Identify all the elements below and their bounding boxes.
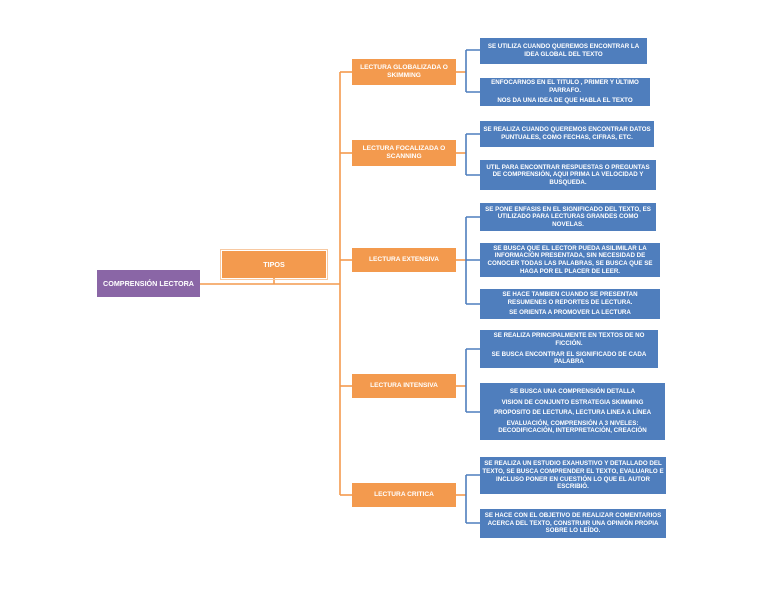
description-text: ENFOCARNOS EN EL TITULO , PRIMER Y ÚLTIM… [491,79,639,94]
bracket-cat-5-arms [466,474,480,524]
description-text: PROPOSITO DE LECTURA, LECTURA LINEA A LÍ… [493,409,652,417]
description-text: SE REALIZA PRINCIPALMENTE EN TEXTOS DE N… [493,332,645,347]
bracket-cat-3-arms [466,216,480,305]
root-node-comprension-lectora: COMPRENSIÓN LECTORA [97,270,200,297]
description-box-critica-1: SE REALIZA UN ESTUDIO EXAHUSTIVO Y DETAL… [480,457,666,494]
category-label: LECTURA EXTENSIVA [369,256,439,264]
description-text: SE REALIZA UN ESTUDIO EXAHUSTIVO Y DETAL… [482,460,664,491]
description-text: UTIL PARA ENCONTRAR RESPUESTAS O PREGUNT… [486,163,650,186]
description-text: SE HACE TAMBIEN CUANDO SE PRESENTAN RESU… [502,291,638,306]
description-text: SE HACE CON EL OBJETIVO DE REALIZAR COME… [484,512,662,535]
description-text: NOS DA UNA IDEA DE QUE HABLA EL TEXTO [497,97,633,105]
description-box-skimming-1: SE UTILIZA CUANDO QUEREMOS ENCONTRAR LA … [480,38,647,64]
description-box-skimming-2: ENFOCARNOS EN EL TITULO , PRIMER Y ÚLTIM… [480,78,650,106]
description-box-intensiva-1: SE REALIZA PRINCIPALMENTE EN TEXTOS DE N… [480,330,658,368]
description-text: SE ORIENTA A PROMOVER LA LECTURA [509,309,631,317]
description-box-scanning-2: UTIL PARA ENCONTRAR RESPUESTAS O PREGUNT… [480,160,656,190]
description-text: SE PONE ENFASIS EN EL SIGNIFICADO DEL TE… [485,205,651,228]
bracket-cat-4-arms [466,348,480,413]
description-text: SE BUSCA QUE EL LECTOR PUEDA ASILIMILAR … [487,244,653,275]
category-node-skimming: LECTURA GLOBALIZADA O SKIMMING [352,59,456,85]
description-text: EVALUACIÓN, COMPRENSIÓN A 3 NIVELES: DEC… [498,419,647,435]
category-node-critica: LECTURA CRITICA [352,483,456,507]
description-box-critica-2: SE HACE CON EL OBJETIVO DE REALIZAR COME… [480,509,666,538]
category-label: LECTURA GLOBALIZADA O SKIMMING [360,64,448,79]
description-box-scanning-1: SE REALIZA CUANDO QUEREMOS ENCONTRAR DAT… [480,121,654,147]
description-box-extensiva-1: SE PONE ENFASIS EN EL SIGNIFICADO DEL TE… [480,203,656,231]
category-label: LECTURA INTENSIVA [370,382,438,390]
description-text: SE UTILIZA CUANDO QUEREMOS ENCONTRAR LA … [487,43,640,58]
category-label: LECTURA FOCALIZADA O SCANNING [362,145,446,160]
category-label: LECTURA CRITICA [374,491,434,499]
category-node-extensiva: LECTURA EXTENSIVA [352,248,456,272]
description-text: SE BUSCA ENCONTRAR EL SIGNIFICADO DE CAD… [491,350,647,366]
bracket-cat-2-arms [466,133,480,176]
tipos-node-label: TIPOS [263,260,285,269]
description-text: VISION DE CONJUNTO ESTRATEGIA SKIMMING [501,398,644,406]
bracket-cat-1-arms [466,49,480,93]
category-node-scanning: LECTURA FOCALIZADA O SCANNING [352,140,456,166]
description-box-intensiva-2: SE BUSCA UNA COMPRENSIÓN DETALLA VISION … [480,383,665,440]
description-box-extensiva-2: SE BUSCA QUE EL LECTOR PUEDA ASILIMILAR … [480,243,660,277]
description-text: SE REALIZA CUANDO QUEREMOS ENCONTRAR DAT… [483,126,651,141]
description-box-extensiva-3: SE HACE TAMBIEN CUANDO SE PRESENTAN RESU… [480,289,660,319]
description-text: SE BUSCA UNA COMPRENSIÓN DETALLA [509,388,636,396]
tipos-node: TIPOS [220,249,328,280]
root-node-label: COMPRENSIÓN LECTORA [103,279,194,288]
category-node-intensiva: LECTURA INTENSIVA [352,374,456,398]
